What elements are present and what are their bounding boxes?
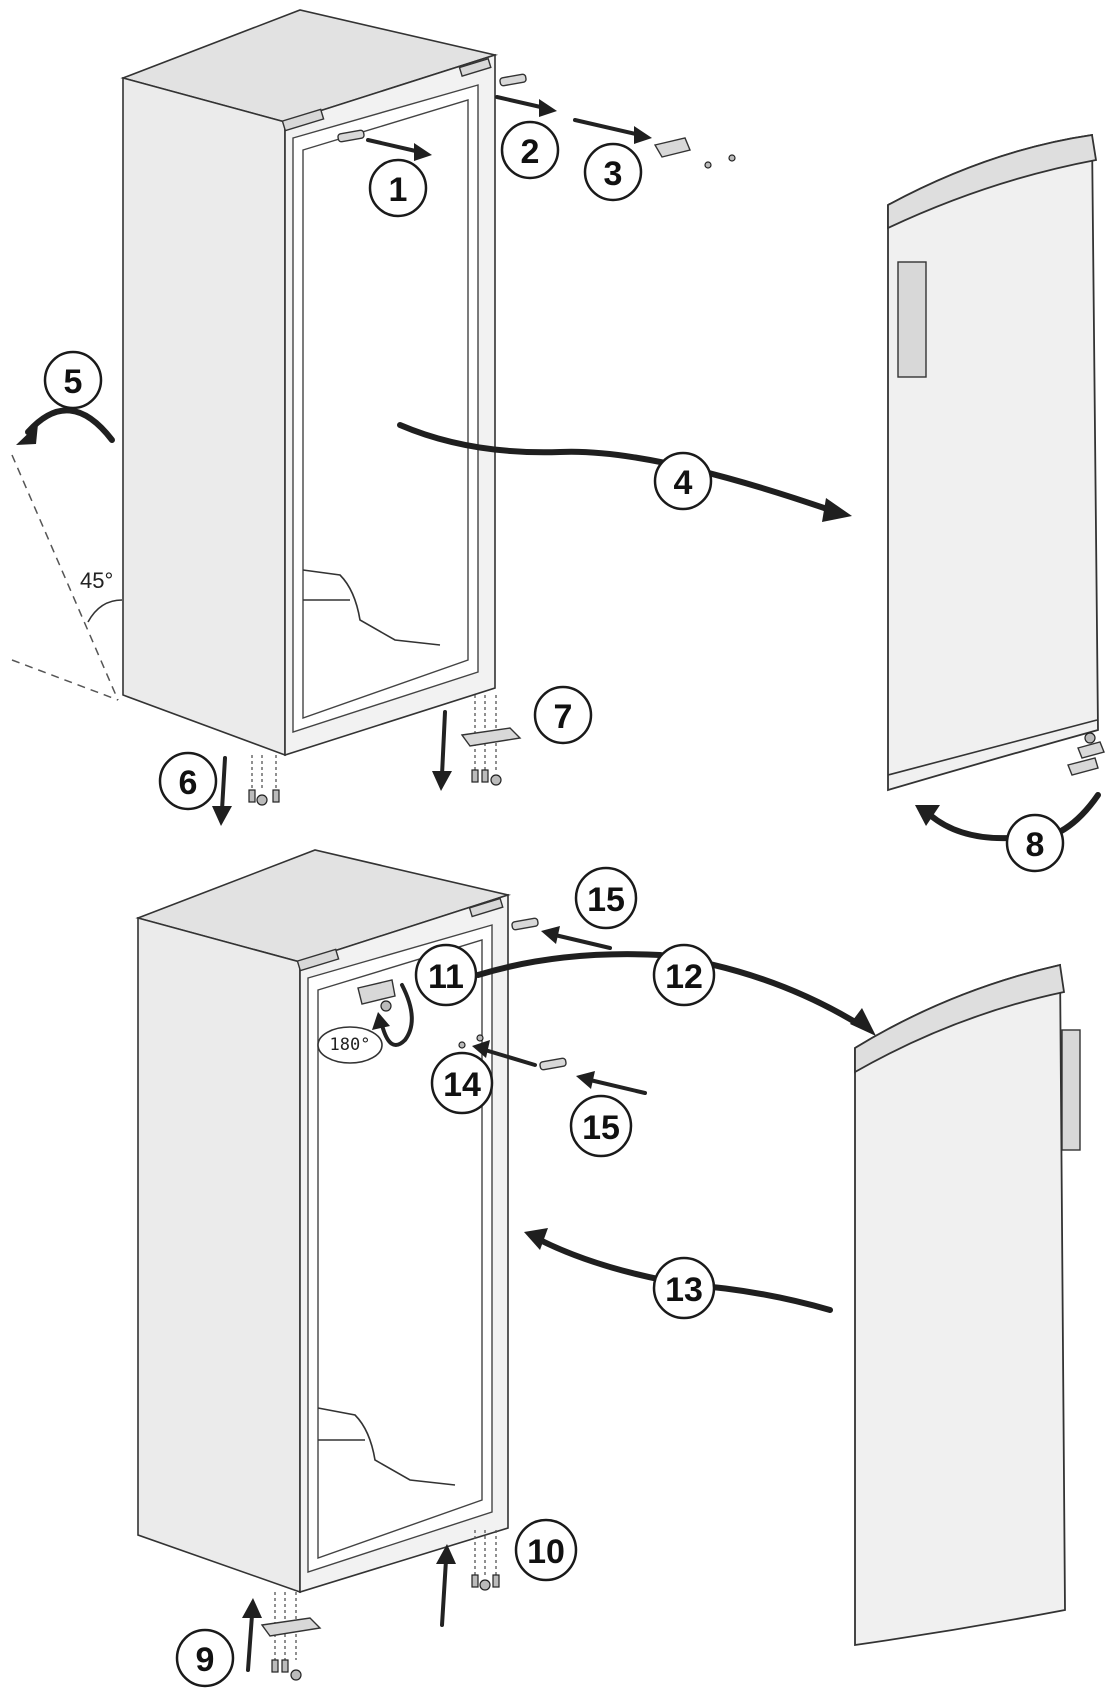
door-handle xyxy=(897,261,927,378)
svg-text:13: 13 xyxy=(665,1271,703,1309)
svg-text:11: 11 xyxy=(428,958,464,996)
step-label-1: 1 xyxy=(368,158,428,218)
svg-text:3: 3 xyxy=(604,155,623,193)
step-label-9: 9 xyxy=(175,1628,235,1688)
step-label-14: 14 xyxy=(430,1051,494,1115)
svg-text:12: 12 xyxy=(665,958,703,996)
step-label-2: 2 xyxy=(500,120,560,180)
svg-text:8: 8 xyxy=(1026,826,1045,864)
step-label-8: 8 xyxy=(1005,813,1065,873)
arrow-1 xyxy=(366,138,432,161)
arrow-5 xyxy=(16,407,115,445)
step-label-3: 3 xyxy=(583,142,643,202)
arrow-2 xyxy=(495,73,557,117)
step-label-6: 6 xyxy=(158,751,218,811)
step-label-7: 7 xyxy=(533,685,593,745)
step-label-4: 4 xyxy=(653,451,713,511)
svg-text:7: 7 xyxy=(554,698,573,736)
door-handle-moved xyxy=(1061,1029,1081,1151)
svg-text:2: 2 xyxy=(521,133,540,171)
door-bottom-right xyxy=(854,963,1081,1647)
angle-label: 45° xyxy=(80,568,113,593)
arrow-4 xyxy=(397,422,852,522)
svg-text:9: 9 xyxy=(196,1641,215,1679)
tilt-guides: 45° xyxy=(11,454,123,701)
door-top-right xyxy=(887,133,1105,792)
svg-text:14: 14 xyxy=(443,1066,481,1104)
rotation-label: 180° xyxy=(330,1035,371,1055)
fridge-cabinet-top xyxy=(120,9,499,757)
step-label-12: 12 xyxy=(652,943,716,1007)
svg-text:15: 15 xyxy=(582,1109,620,1147)
arrow-15-top xyxy=(511,917,612,950)
arrow-3 xyxy=(573,118,736,169)
step-label-11: 11 xyxy=(414,943,478,1007)
svg-text:5: 5 xyxy=(64,363,83,401)
arrow-8 xyxy=(915,792,1101,844)
bottom-hinge-parts-top xyxy=(212,695,522,826)
step-label-15-top: 15 xyxy=(574,866,638,930)
svg-text:10: 10 xyxy=(527,1533,565,1571)
step-label-10: 10 xyxy=(514,1518,578,1582)
bottom-hinge-parts-bottom xyxy=(242,1530,500,1681)
svg-text:1: 1 xyxy=(389,171,408,209)
svg-text:4: 4 xyxy=(674,464,693,502)
rotate-180-arrow: 180° xyxy=(317,983,414,1064)
arrow-15-bottom xyxy=(458,1034,647,1095)
step-label-13: 13 xyxy=(652,1256,716,1320)
step-label-5: 5 xyxy=(43,350,103,410)
svg-text:6: 6 xyxy=(179,764,198,802)
step-label-15-bottom: 15 xyxy=(569,1094,633,1158)
svg-text:15: 15 xyxy=(587,881,625,919)
